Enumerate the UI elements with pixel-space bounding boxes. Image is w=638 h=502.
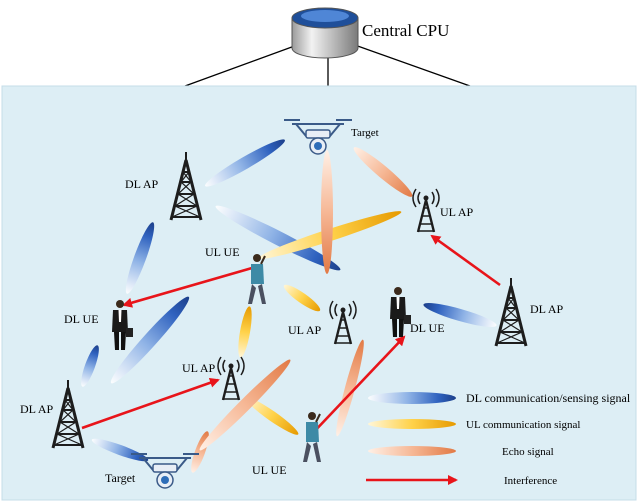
interference-arrow: [81, 377, 220, 430]
legend-dl-label: DL communication/sensing signal: [466, 391, 631, 405]
legend-ul-swatch: [368, 419, 456, 429]
interference-arrow: [122, 266, 253, 308]
echo-beam: [199, 359, 291, 451]
echo-beams: [191, 147, 413, 473]
dl-beam: [110, 296, 190, 384]
target-top-label: Target: [351, 127, 379, 139]
ul-beam: [245, 397, 299, 435]
legend-echo-label: Echo signal: [502, 446, 554, 458]
dl-ue-right-label: DL UE: [410, 321, 445, 335]
legend-echo-swatch: [368, 446, 456, 456]
target-bottom-label: Target: [105, 471, 136, 485]
ul-ap-left-label: UL AP: [182, 361, 216, 375]
dl-beam: [91, 438, 149, 462]
echo-beam: [353, 147, 413, 197]
ul-ue-top-label: UL UE: [205, 245, 240, 259]
ul-ue-bottom-label: UL UE: [252, 463, 287, 477]
ul-ap-right-label: UL AP: [440, 205, 474, 219]
cpu-label: Central CPU: [362, 21, 449, 40]
dl-ap-bottom-left-label: DL AP: [20, 402, 54, 416]
echo-beam: [321, 150, 333, 274]
legend-ul-label: UL communication signal: [466, 419, 580, 431]
ul-beam: [238, 306, 252, 358]
interference-arrows: [81, 234, 501, 437]
ul-ap-center-label: UL AP: [288, 323, 322, 337]
echo-beam: [336, 339, 364, 437]
dl-beam: [205, 139, 285, 187]
interference-arrow: [430, 234, 501, 287]
dl-beams: [81, 139, 497, 462]
legend-interference-label: Interference: [504, 475, 557, 487]
dl-ap-right-label: DL AP: [530, 302, 564, 316]
cpu-link-left: [184, 43, 301, 87]
legend-dl-swatch: [368, 392, 456, 404]
network-area: [1, 85, 637, 501]
dl-ue-left-label: DL UE: [64, 312, 99, 326]
dl-beam: [81, 345, 99, 387]
ul-beam: [283, 284, 321, 312]
interference-arrow: [309, 335, 406, 437]
dl-beam: [423, 303, 497, 327]
cpu-link-right: [351, 43, 471, 87]
dl-beam: [215, 205, 341, 271]
dl-ap-top-left-label: DL AP: [125, 177, 159, 191]
cpu-cylinder-icon: [291, 17, 359, 59]
dl-beam: [125, 222, 155, 294]
legend: DL communication/sensing signal UL commu…: [366, 391, 631, 487]
central-cpu: Central CPU: [184, 7, 471, 87]
